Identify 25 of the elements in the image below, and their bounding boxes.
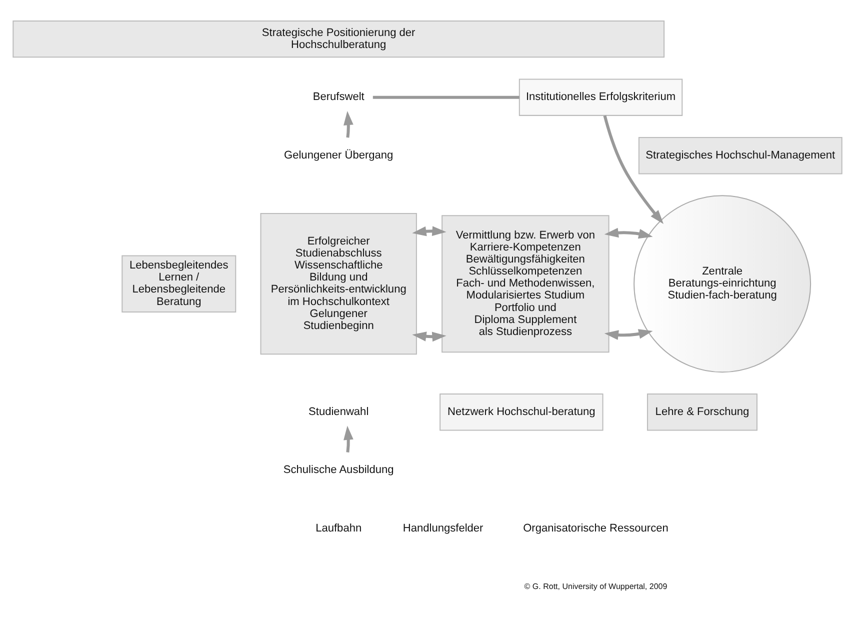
- arrow: [604, 227, 652, 238]
- label: Organisatorische Ressourcen: [522, 522, 668, 534]
- connector: [372, 95, 519, 98]
- node-box: Vermittlung bzw. Erwerb von Karriere-Kompetenzen Bewältigungsfähigkeiten Schlüsselkompetenzen Fach- und Methodenwissen, Modularisiertes Studium Portfolio und Diploma Supplement als Studienprozess: [441, 214, 609, 352]
- arrow: [343, 110, 353, 138]
- node-text: Schulische Ausbildung: [282, 464, 394, 476]
- arrow: [412, 226, 446, 236]
- label: Laufbahn: [315, 522, 362, 534]
- node-box: Netzwerk Hochschul-beratung: [439, 393, 603, 430]
- arrow: [604, 328, 652, 340]
- arrow: [343, 425, 353, 452]
- node-box: Strategisches Hochschul-Management: [638, 136, 842, 174]
- arrow: [412, 331, 446, 342]
- label: © G. Rott, University of Wuppertal, 2009: [524, 581, 667, 590]
- node-text: Studienwahl: [308, 405, 368, 418]
- node-box: Lebensbegleitendes Lernen / Lebensbegleitende Beratung: [121, 254, 236, 312]
- node-text: Gelungener Übergang: [284, 148, 393, 161]
- arrow: [602, 114, 664, 224]
- label: Handlungsfelder: [402, 522, 483, 534]
- node-box: Strategische Positionierung der Hochschulberatung: [12, 20, 664, 58]
- node-text: Berufswelt: [312, 90, 364, 103]
- node-box: Lehre & Forschung: [646, 393, 757, 430]
- node-circle: Zentrale Beratungs-einrichtung Studien-fach-beratung: [633, 194, 811, 372]
- node-box: Institutionelles Erfolgskriterium: [518, 78, 682, 116]
- node-box: Erfolgreicher Studienabschluss Wissenschaftliche Bildung und Persönlichkeits-entwicklung im Hochschulkontext Gelungener Studienbeginn: [260, 212, 416, 354]
